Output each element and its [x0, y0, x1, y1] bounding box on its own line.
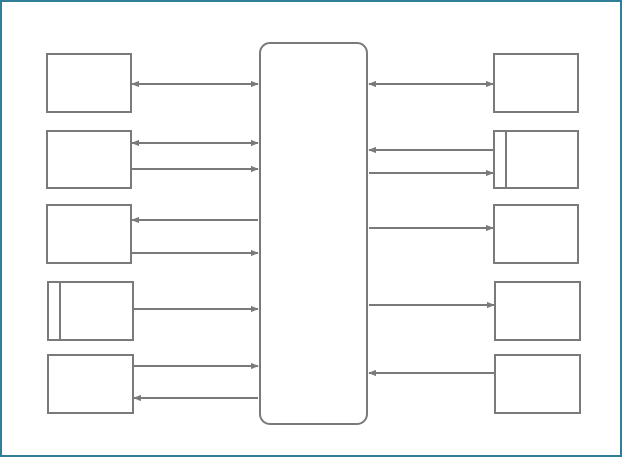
- right-node-5: [494, 354, 581, 414]
- left-node-1: [46, 53, 132, 113]
- right-node-2: [493, 130, 579, 189]
- left-node-4: [47, 281, 134, 341]
- left-node-2: [46, 130, 132, 189]
- central-hub: [259, 42, 368, 425]
- right-node-3: [493, 204, 579, 264]
- left-node-3: [46, 204, 132, 264]
- right-node-1: [493, 53, 579, 113]
- right-node-4: [494, 281, 581, 341]
- left-node-5: [47, 354, 134, 414]
